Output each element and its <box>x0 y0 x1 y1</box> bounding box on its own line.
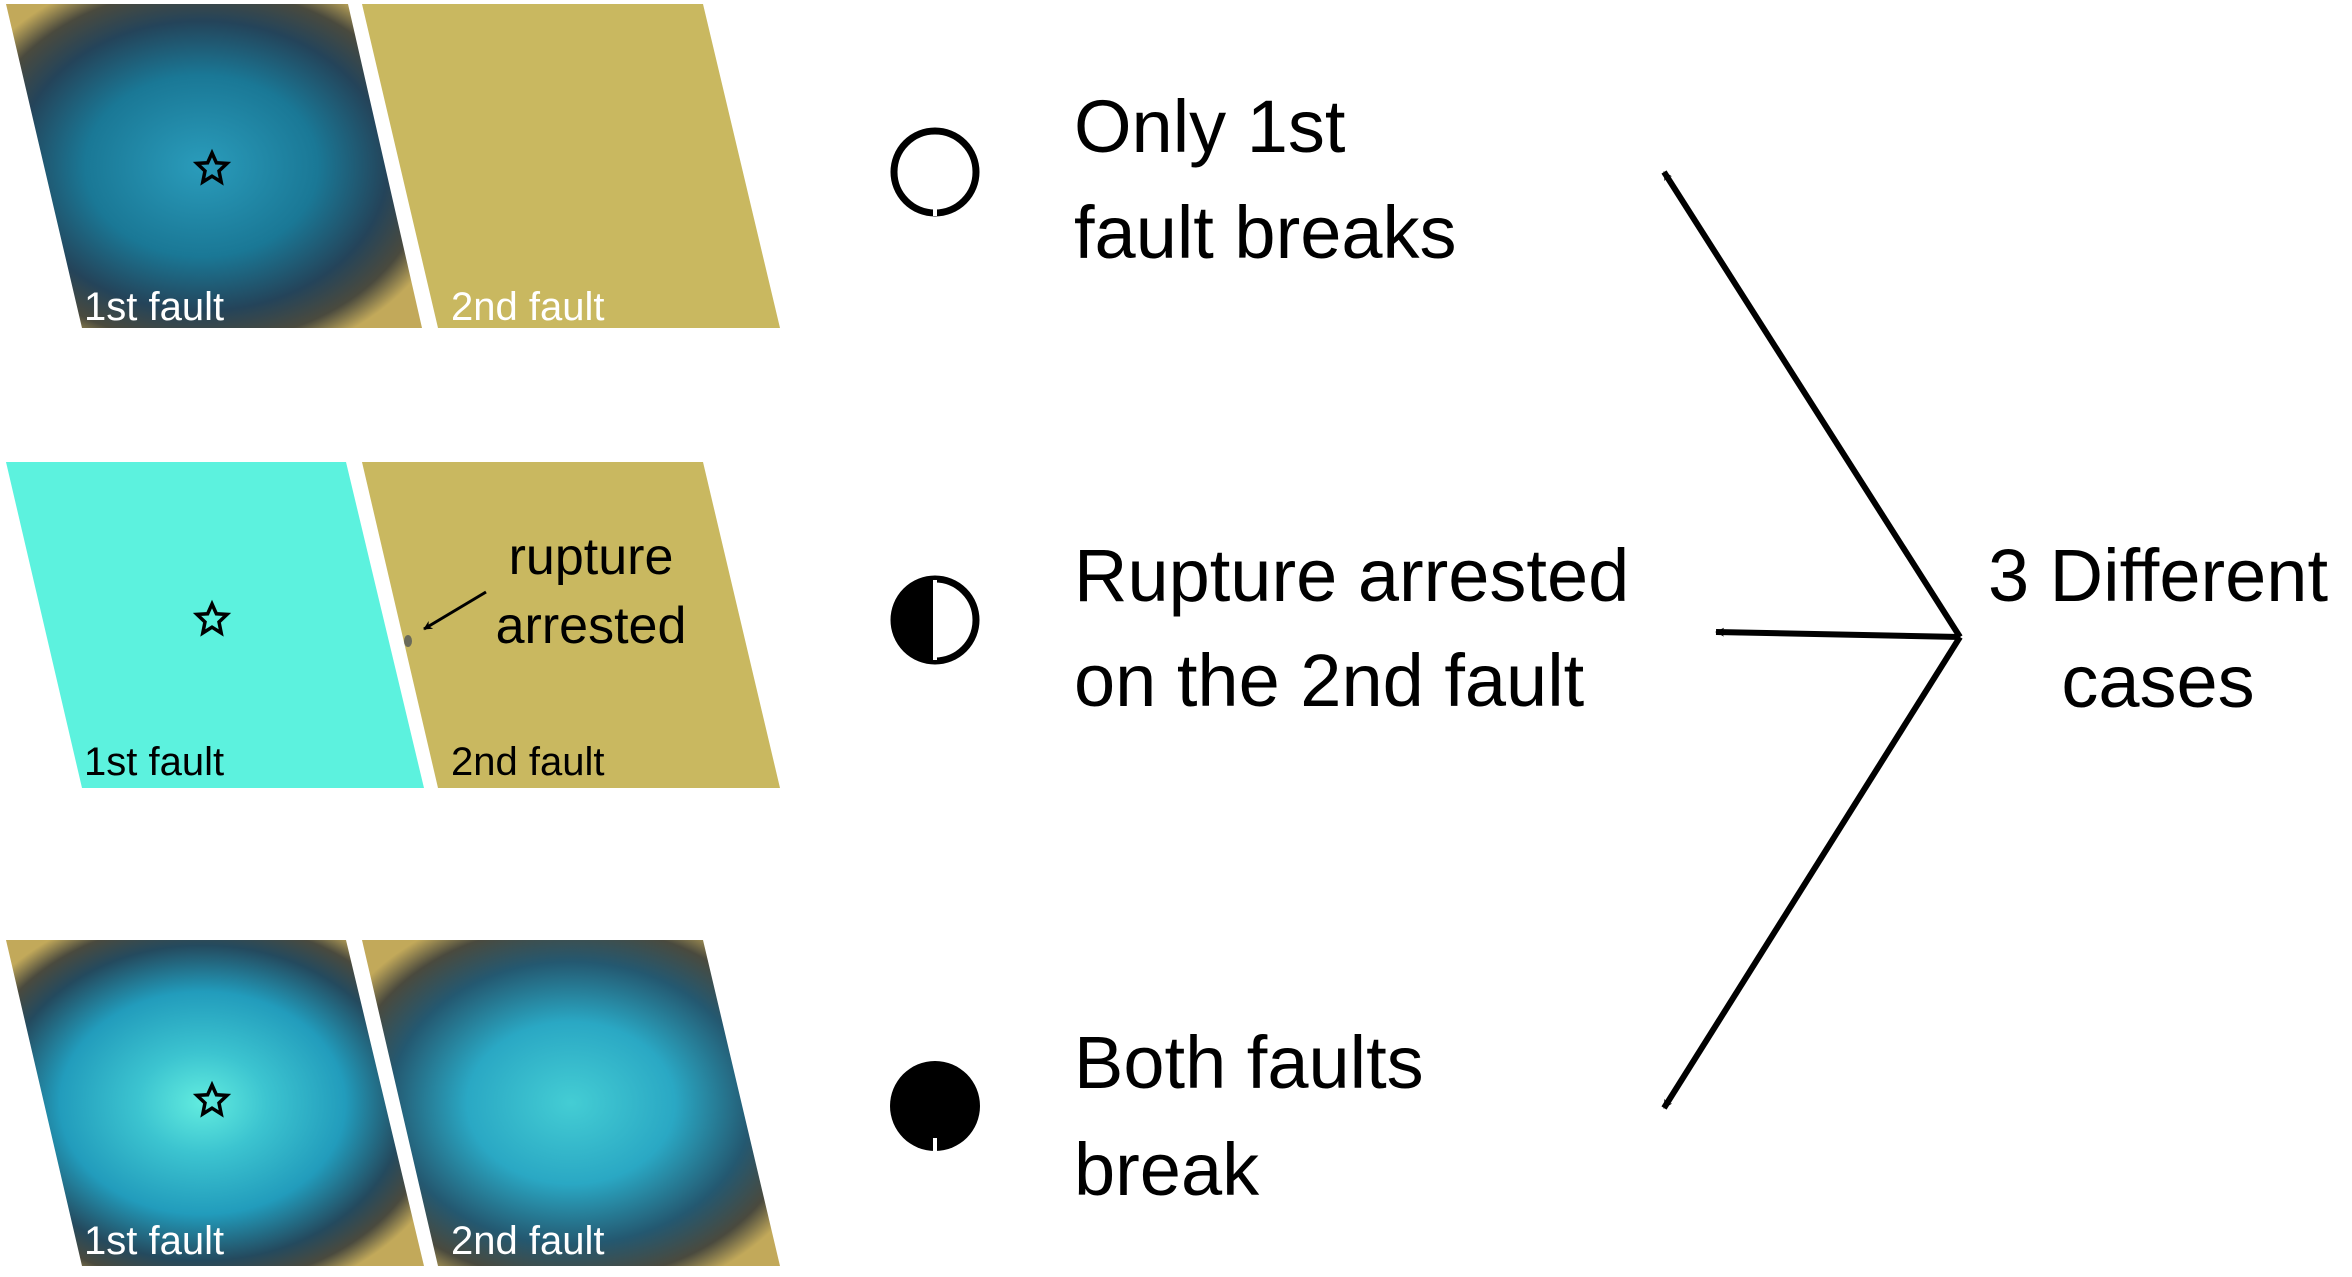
open-circle-icon <box>890 127 980 217</box>
case-arrows <box>1661 170 1963 1110</box>
row-1-panels: 1st fault 2nd fault <box>6 4 780 329</box>
second-fault-label: 2nd fault <box>451 740 604 784</box>
first-fault-panel-row2 <box>6 462 424 788</box>
first-fault-label: 1st fault <box>84 740 224 784</box>
second-fault-panel-row1 <box>362 4 780 328</box>
arrow-to-case-2 <box>1715 627 1961 640</box>
second-fault-panel-row2 <box>362 462 780 788</box>
arrow-to-case-3 <box>1661 635 1963 1110</box>
rupture-annotation-line1: rupture <box>509 528 674 586</box>
case-1-line1: Only 1st <box>1074 85 1346 168</box>
case-3-line1: Both faults <box>1074 1021 1424 1104</box>
first-fault-panel-row1 <box>6 4 422 328</box>
second-fault-label: 2nd fault <box>451 285 604 329</box>
half-filled-circle-icon <box>890 575 980 665</box>
second-fault-panel-row3 <box>362 940 780 1266</box>
first-fault-label: 1st fault <box>84 285 224 329</box>
rupture-annotation-line2: arrested <box>496 597 687 655</box>
hypocenter-star-icon <box>192 599 232 637</box>
hypocenter-star-icon <box>192 1080 232 1118</box>
case-2-line2: on the 2nd fault <box>1074 639 1585 722</box>
case-1-line2: fault breaks <box>1074 191 1457 274</box>
row-2-panels: rupture arrested 1st fault 2nd fault <box>6 462 780 788</box>
second-fault-label: 2nd fault <box>451 1219 604 1263</box>
row-3-panels: 1st fault 2nd fault <box>6 940 780 1266</box>
filled-circle-icon <box>890 1061 980 1152</box>
arrest-spot <box>404 635 412 647</box>
case-2-line1: Rupture arrested <box>1074 534 1629 617</box>
hypocenter-star-icon <box>192 148 232 186</box>
first-fault-label: 1st fault <box>84 1219 224 1263</box>
case-3-line2: break <box>1074 1128 1260 1211</box>
arrest-pointer-arrow <box>423 590 487 631</box>
arrow-to-case-1 <box>1661 170 1963 639</box>
summary-line1: 3 Different <box>1988 534 2328 617</box>
summary-line2: cases <box>2061 640 2254 723</box>
first-fault-panel-row3 <box>6 940 424 1266</box>
